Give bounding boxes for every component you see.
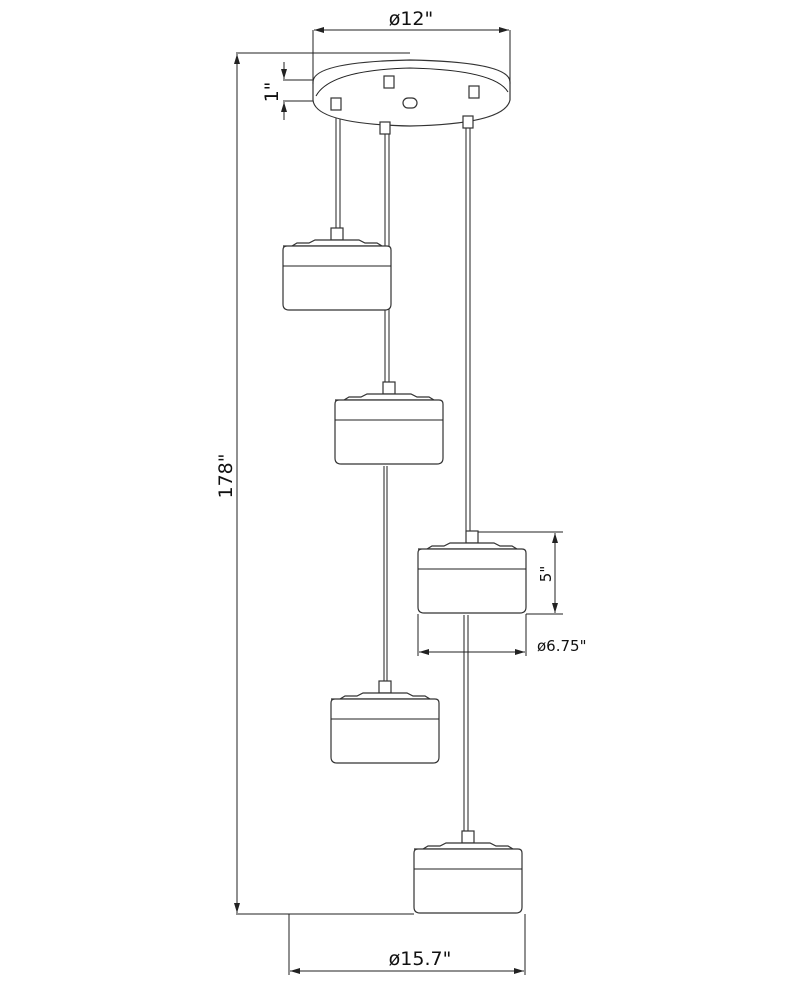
shade-height-label: 5": [537, 566, 555, 582]
center-screw-icon: [402, 97, 418, 109]
overall-height-label: 178": [215, 453, 237, 498]
canopy-height-label: 1": [261, 82, 283, 103]
cord-grip-icon: [330, 97, 342, 111]
pendant-shade-1: [282, 227, 392, 311]
dimension-overall-diameter: ø15.7": [288, 914, 526, 975]
canopy-diameter-label: ø12": [389, 8, 434, 30]
pendant-shade-5: [413, 830, 523, 914]
pendant-shade-2: [334, 381, 444, 465]
pendant-shade-3: [417, 530, 527, 614]
overall-diameter-label: ø15.7": [389, 948, 452, 970]
cord-grip-icon: [462, 115, 474, 129]
dimension-shade-height: 5": [478, 531, 563, 615]
pendant-shade-4: [330, 680, 440, 764]
cord-grip-icon: [468, 85, 480, 99]
dimension-canopy-diameter: ø12": [312, 8, 511, 84]
canopy: [312, 59, 511, 135]
shade-diameter-label: ø6.75": [537, 637, 586, 655]
cord-grip-icon: [379, 121, 391, 135]
cord-grip-icon: [383, 75, 395, 89]
dimension-shade-diameter: ø6.75": [417, 614, 586, 656]
dimension-canopy-height: 1": [261, 62, 313, 120]
dimension-overall-height: 178": [215, 52, 414, 915]
